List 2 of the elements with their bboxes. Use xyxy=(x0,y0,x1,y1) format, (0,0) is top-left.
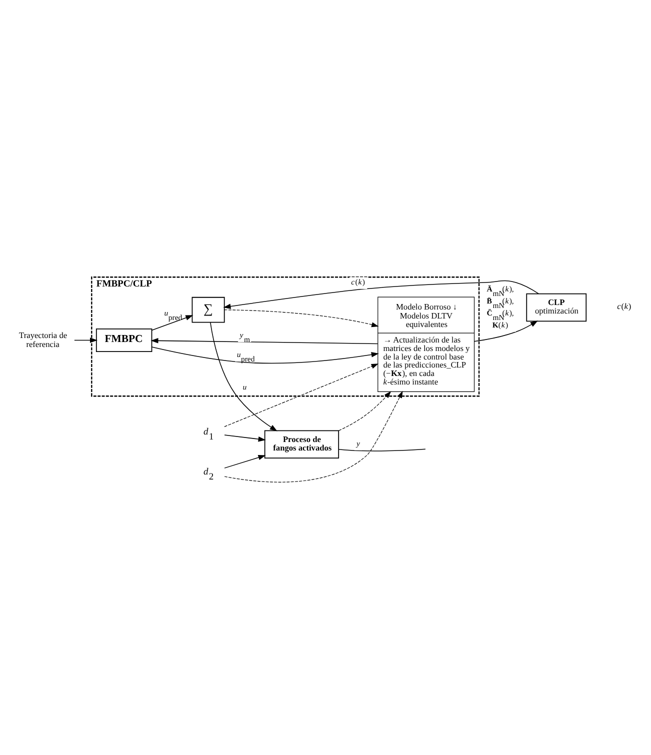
label: c(k) xyxy=(617,302,632,311)
node-text: Trayectoria de referencia xyxy=(19,330,68,348)
